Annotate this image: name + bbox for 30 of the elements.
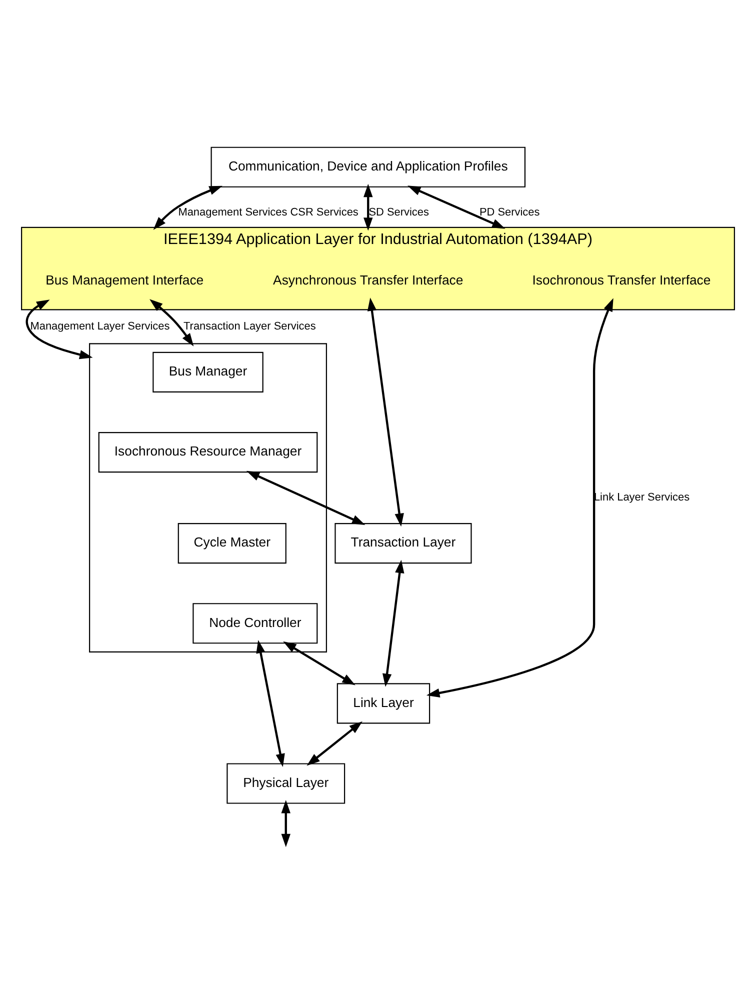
arrow — [306, 720, 362, 766]
arrow — [283, 640, 356, 685]
edge-label: PD Services — [479, 206, 540, 218]
arrow — [367, 297, 404, 526]
node-text: Bus Management Interface — [46, 272, 204, 288]
arrow — [153, 185, 222, 230]
node-box: Cycle Master — [178, 522, 286, 564]
node-box: Link Layer — [336, 682, 430, 724]
edge-label: Link Layer Services — [594, 491, 690, 504]
node-text: Asynchronous Transfer Interface — [273, 272, 464, 288]
arrow — [408, 185, 506, 228]
edge-label: Management Services CSR Services — [178, 206, 358, 218]
arrow — [382, 559, 404, 686]
node-box: Isochronous Resource Manager — [98, 432, 318, 472]
arrow — [426, 298, 614, 698]
edge-label: Transaction Layer Services — [184, 320, 316, 332]
node-box: Physical Layer — [226, 762, 346, 804]
arrow — [150, 298, 194, 346]
node-box: Node Controller — [192, 602, 318, 644]
node-text: Isochronous Transfer Interface — [532, 272, 711, 288]
arrow — [26, 299, 93, 359]
arrow — [246, 470, 366, 524]
node-box: Bus Manager — [152, 351, 264, 392]
arrow — [256, 639, 285, 766]
node-box: Transaction Layer — [334, 522, 472, 564]
edge-label: Management Layer Services — [30, 320, 170, 332]
arrow — [364, 183, 373, 230]
node-box: Communication, Device and Application Profiles — [210, 146, 526, 187]
arrow — [281, 800, 290, 847]
edge-label: SD Services — [368, 206, 429, 218]
